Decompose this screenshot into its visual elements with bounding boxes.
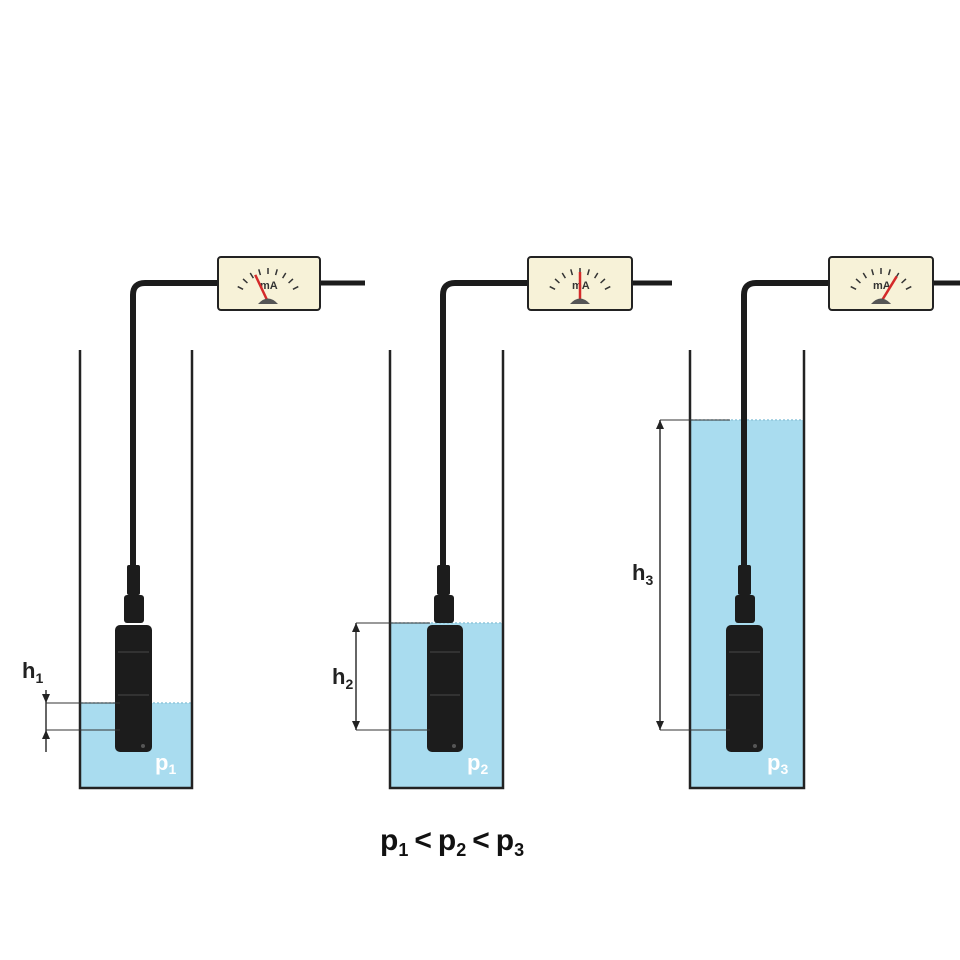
meter-tick xyxy=(554,278,560,284)
meter-tick xyxy=(274,269,278,276)
depth-label-3: h3 xyxy=(632,560,653,588)
cable-2 xyxy=(440,280,528,570)
ammeter-1: mA xyxy=(217,256,321,311)
meter-tick xyxy=(855,278,861,284)
depth-dimension-1 xyxy=(42,690,120,752)
setup-3: h3 p3 mA xyxy=(632,256,960,790)
meter-tick xyxy=(249,272,255,279)
meter-tick xyxy=(292,285,299,290)
needle-1 xyxy=(254,274,270,303)
pressure-sensor-2 xyxy=(427,565,463,752)
pressure-label-1: p1 xyxy=(155,750,176,777)
ammeter-3: mA xyxy=(828,256,934,311)
meter-tick xyxy=(281,272,287,279)
depth-dimension-2 xyxy=(352,622,430,731)
meter-tick xyxy=(586,269,590,276)
depth-label-2: h2 xyxy=(332,664,353,692)
meter-tick xyxy=(288,278,294,284)
meter-tick xyxy=(242,278,248,284)
tank-3 xyxy=(688,350,806,790)
pressure-relation: p1<p2<p3 xyxy=(380,824,524,860)
pressure-label-3: p3 xyxy=(767,750,788,777)
meter-unit-3: mA xyxy=(873,280,891,292)
cable-3 xyxy=(741,280,829,570)
depth-label-1: h1 xyxy=(22,658,43,686)
cable-1 xyxy=(130,280,218,570)
meter-tick xyxy=(905,285,912,290)
meter-tick xyxy=(600,278,606,284)
tank-2 xyxy=(388,350,505,790)
pressure-sensor-1 xyxy=(115,565,152,752)
setup-2: h2 p2 mA xyxy=(332,256,672,790)
meter-tick xyxy=(871,269,875,276)
meter-unit-1: mA xyxy=(260,280,278,292)
meter-tick xyxy=(593,272,599,279)
needle-3 xyxy=(879,275,898,303)
ammeter-2: mA xyxy=(527,256,633,311)
meter-tick xyxy=(901,278,907,284)
depth-dimension-3 xyxy=(656,419,730,731)
pressure-sensor-3 xyxy=(726,565,763,752)
meter-tick xyxy=(887,269,891,276)
setup-1: h1 p1 mA xyxy=(22,256,365,790)
meter-tick xyxy=(549,285,556,290)
meter-tick xyxy=(561,272,567,279)
meter-tick xyxy=(862,272,868,279)
meter-tick xyxy=(258,269,262,276)
meter-tick xyxy=(604,285,611,290)
meter-tick xyxy=(570,269,574,276)
tank-1 xyxy=(78,350,194,790)
pressure-label-2: p2 xyxy=(467,750,488,777)
meter-tick xyxy=(850,285,857,290)
meter-tick xyxy=(237,285,244,290)
